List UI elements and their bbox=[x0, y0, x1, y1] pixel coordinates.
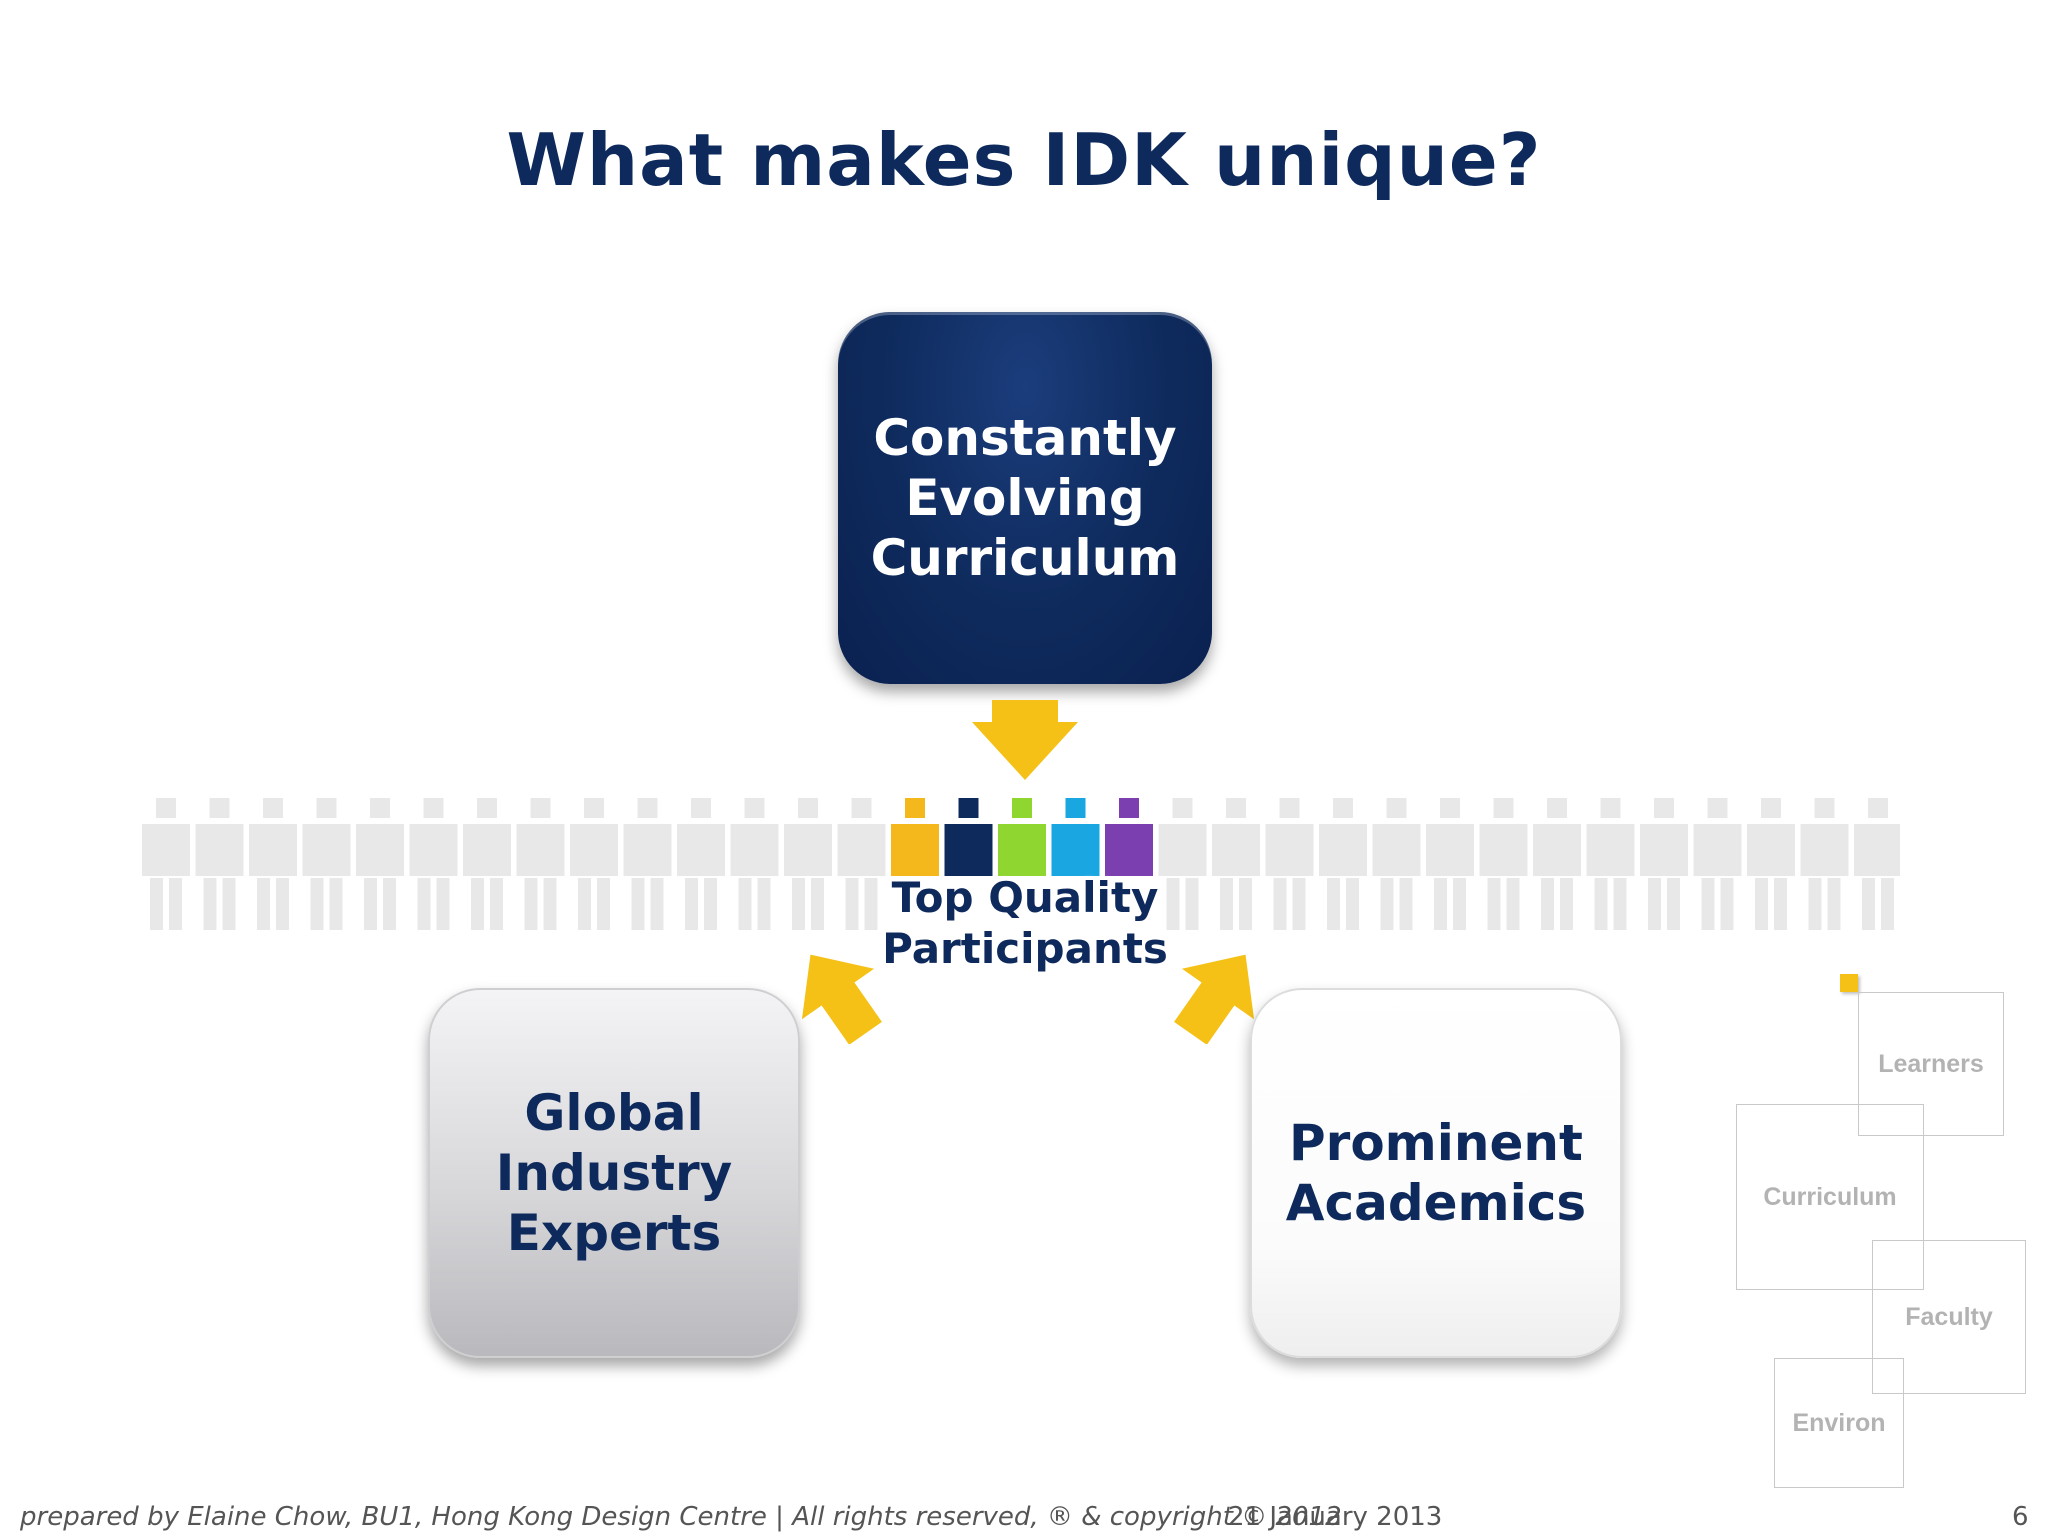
industry-experts-box: Global Industry Experts bbox=[428, 988, 800, 1358]
participants-silhouette-row bbox=[142, 798, 1900, 930]
participant-figure bbox=[302, 798, 351, 930]
participant-figure bbox=[1640, 798, 1688, 930]
academics-box: Prominent Academics bbox=[1250, 988, 1622, 1358]
participant-figure bbox=[409, 798, 458, 930]
participant-figure bbox=[677, 798, 725, 930]
participant-figure bbox=[1319, 798, 1367, 930]
participant-figure bbox=[249, 798, 297, 930]
environ-label: Environ bbox=[1792, 1408, 1886, 1437]
participant-figure bbox=[1479, 798, 1528, 930]
yellow-square-marker bbox=[1840, 974, 1858, 992]
participant-figure bbox=[570, 798, 618, 930]
footer-credit: prepared by Elaine Chow, BU1, Hong Kong … bbox=[20, 1502, 1342, 1532]
participant-figure bbox=[516, 798, 565, 930]
learners-label: Learners bbox=[1878, 1049, 1984, 1078]
participant-figure-highlight bbox=[944, 798, 993, 876]
participant-figure bbox=[195, 798, 244, 930]
slide-title: What makes IDK unique? bbox=[506, 118, 1542, 202]
page-number: 6 bbox=[2012, 1502, 2029, 1532]
participant-figure bbox=[1212, 798, 1260, 930]
participant-figure bbox=[1372, 798, 1421, 930]
participant-figure-highlight bbox=[1051, 798, 1100, 876]
participant-figure bbox=[1800, 798, 1849, 930]
participant-figure bbox=[1533, 798, 1581, 930]
participant-figure-highlight bbox=[1105, 798, 1153, 876]
learners-square: Learners bbox=[1858, 992, 2004, 1136]
participant-figure bbox=[1426, 798, 1474, 930]
participants-label: Top Quality Participants bbox=[882, 873, 1168, 974]
curriculum-box-label: Constantly Evolving Curriculum bbox=[870, 409, 1180, 587]
participant-figure-highlight bbox=[998, 798, 1046, 876]
participant-figure bbox=[356, 798, 404, 930]
participant-figure bbox=[142, 798, 190, 930]
curriculum-label: Curriculum bbox=[1763, 1182, 1897, 1211]
arrow-up-right-icon bbox=[801, 954, 882, 1044]
participant-figure bbox=[1265, 798, 1314, 930]
footer-date: 21 January 2013 bbox=[1228, 1502, 1443, 1532]
participant-figure bbox=[837, 798, 886, 930]
participant-figure bbox=[730, 798, 779, 930]
curriculum-square: Curriculum bbox=[1736, 1104, 1924, 1290]
participant-figure bbox=[463, 798, 511, 930]
faculty-label: Faculty bbox=[1905, 1302, 1993, 1331]
participant-figure-highlight bbox=[891, 798, 939, 876]
faculty-square: Faculty bbox=[1872, 1240, 2026, 1394]
participant-figure bbox=[784, 798, 832, 930]
academics-box-label: Prominent Academics bbox=[1285, 1114, 1587, 1232]
participant-figure bbox=[1854, 798, 1900, 930]
industry-experts-box-label: Global Industry Experts bbox=[495, 1084, 733, 1262]
participant-figure bbox=[623, 798, 672, 930]
participant-figure bbox=[1158, 798, 1207, 930]
participant-figure bbox=[1586, 798, 1635, 930]
environ-square: Environ bbox=[1774, 1358, 1904, 1488]
arrow-up-left-icon bbox=[1174, 954, 1255, 1044]
arrow-down-icon bbox=[972, 700, 1078, 780]
participant-figure bbox=[1747, 798, 1795, 930]
participant-figure bbox=[1693, 798, 1742, 930]
curriculum-box: Constantly Evolving Curriculum bbox=[838, 312, 1212, 684]
